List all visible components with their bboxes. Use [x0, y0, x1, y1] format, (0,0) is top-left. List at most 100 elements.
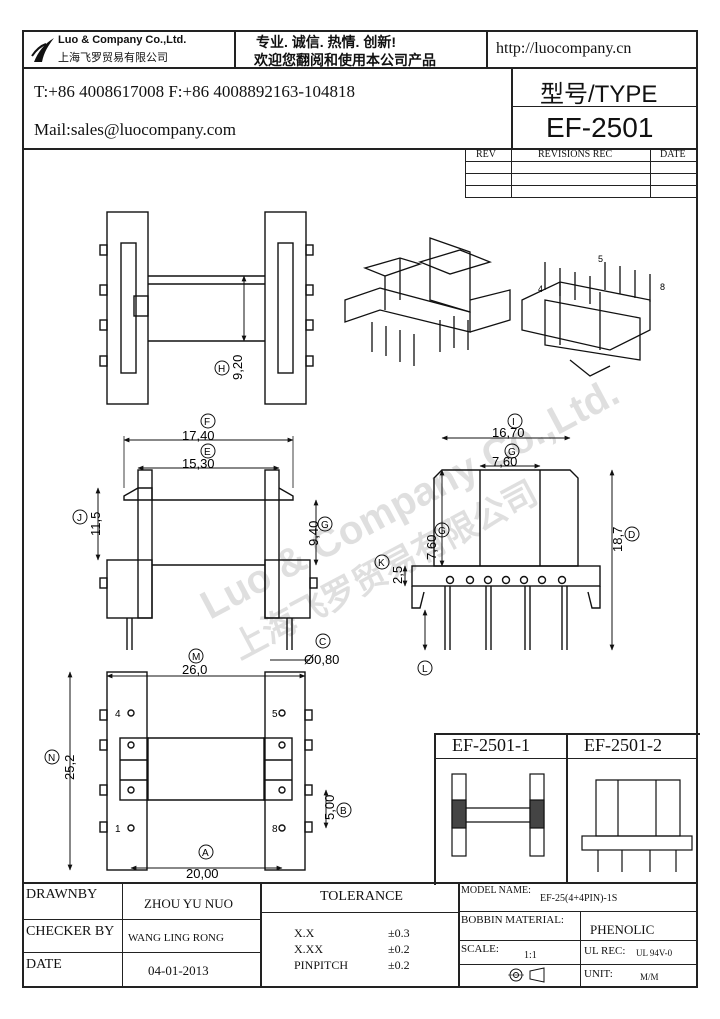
slogan-line-2: 欢迎您翻阅和使用本公司产品: [254, 52, 436, 68]
label-g2: G: [508, 447, 516, 458]
label-m: M: [192, 652, 200, 663]
rev-row-line: [465, 173, 698, 174]
header-vline-2: [486, 30, 488, 68]
tb-vline: [580, 911, 581, 988]
label-j-circle: [72, 509, 88, 525]
label-c: C: [319, 637, 326, 648]
drawnby-label: DRAWNBY: [26, 887, 98, 902]
unit-value: M/M: [640, 972, 659, 982]
type-box-left: [511, 67, 513, 149]
dim-m: 26,0: [182, 662, 207, 677]
rev-col-line: [650, 148, 651, 198]
label-f: F: [204, 417, 210, 428]
label-g3-circle: [434, 522, 450, 538]
email[interactable]: Mail:sales@luocompany.com: [34, 120, 236, 139]
iso-pin-4: 4: [538, 284, 543, 294]
drawing-sheet: [22, 30, 698, 988]
iso-view-2: [521, 262, 651, 377]
side-view: [95, 436, 319, 650]
company-name-cn: 上海飞罗贸易有限公司: [58, 52, 168, 64]
contact-bottom-line: [22, 148, 698, 150]
dim-n: 25,2: [62, 755, 77, 780]
top-front-view: [99, 211, 314, 405]
tb-line: [22, 952, 260, 953]
tol-1-val: ±0.3: [388, 926, 410, 940]
dim-d: 18,7: [610, 527, 625, 552]
tb-line: [458, 911, 698, 912]
tb-line: [22, 919, 260, 920]
dim-f: 17,40: [182, 428, 215, 443]
tolerance-label: TOLERANCE: [320, 889, 403, 904]
rev-date-col-header: DATE: [660, 149, 686, 160]
label-j: J: [77, 513, 82, 524]
dim-g2: 7,60: [492, 454, 517, 469]
header-vline-1: [234, 30, 236, 68]
variant-divider: [566, 733, 568, 883]
dim-g3: 7,60: [424, 535, 439, 560]
tol-2-key: X.XX: [294, 942, 323, 956]
iso-view-1: [344, 237, 511, 366]
label-e-circle: [200, 443, 216, 459]
iso-pin-5: 5: [598, 254, 603, 264]
dim-a: 20,00: [186, 866, 219, 881]
label-h-circle: [214, 360, 230, 376]
variant-1-thumbnail: [451, 773, 545, 857]
dim-h: 9,20: [230, 355, 245, 380]
scale-label: SCALE:: [461, 943, 499, 955]
tol-3-val: ±0.2: [388, 958, 410, 972]
tol-3-key: PINPITCH: [294, 958, 349, 972]
dim-e: 15,30: [182, 456, 215, 471]
tb-vline: [260, 882, 262, 988]
pin-label-4: 4: [115, 709, 121, 720]
rev-rec-col-header: REVISIONS REC: [538, 149, 613, 160]
dim-b: 5,00: [322, 795, 337, 820]
label-c-circle: [315, 633, 331, 649]
label-k: K: [378, 558, 385, 569]
bobbin-value: PHENOLIC: [590, 922, 655, 937]
label-g-circle: [317, 516, 333, 532]
rev-row-line: [465, 161, 698, 162]
checker-label: CHECKER BY: [26, 924, 115, 939]
type-label: 型号/TYPE: [540, 81, 658, 108]
rev-col-line: [511, 148, 512, 198]
tol-2-val: ±0.2: [388, 942, 410, 956]
ul-value: UL 94V-0: [636, 948, 673, 958]
pin-label-1: 1: [115, 824, 121, 835]
label-e: E: [204, 447, 211, 458]
dim-j: 11,5: [88, 512, 103, 536]
tol-1-key: X.X: [294, 926, 315, 940]
date-value: 04-01-2013: [148, 963, 209, 978]
bottom-view: [67, 671, 329, 871]
phone-fax: T:+86 4008617008 F:+86 4008892163-104818: [34, 82, 356, 101]
model-name-value: EF-25(4+4PIN)-1S: [540, 893, 618, 904]
label-f-circle: [200, 413, 216, 429]
variant-1-label: EF-2501-1: [452, 735, 530, 755]
company-name-en: Luo & Company Co.,Ltd.: [58, 34, 187, 46]
pin-label-8: 8: [272, 824, 278, 835]
type-box-mid: [511, 106, 698, 107]
company-logo-icon: [31, 38, 54, 62]
label-l: L: [422, 664, 428, 675]
dim-i: 16,70: [492, 425, 525, 440]
rev-col-header: REV: [476, 149, 496, 160]
pin-label-5: 5: [272, 709, 278, 720]
variant-2-thumbnail: [581, 779, 693, 872]
tb-line: [458, 964, 698, 965]
iso-pin-8: 8: [660, 282, 665, 292]
dim-c: Ø0,80: [304, 652, 339, 667]
label-k-circle: [374, 554, 390, 570]
dim-k: 2,5: [390, 566, 405, 584]
slogan-line-1: 专业. 诚信. 热情. 创新!: [256, 34, 396, 50]
label-i: I: [512, 417, 515, 428]
label-a-circle: [198, 844, 214, 860]
label-g3: G: [438, 526, 446, 537]
label-g2-circle: [504, 443, 520, 459]
label-d: D: [628, 530, 635, 541]
website-link[interactable]: http://luocompany.cn: [496, 40, 632, 57]
tb-vline: [458, 882, 460, 988]
label-b-circle: [336, 802, 352, 818]
label-l-circle: [417, 660, 433, 676]
unit-label: UNIT:: [584, 968, 613, 980]
bobbin-label: BOBBIN MATERIAL:: [461, 914, 564, 926]
rev-row-line: [465, 197, 698, 198]
